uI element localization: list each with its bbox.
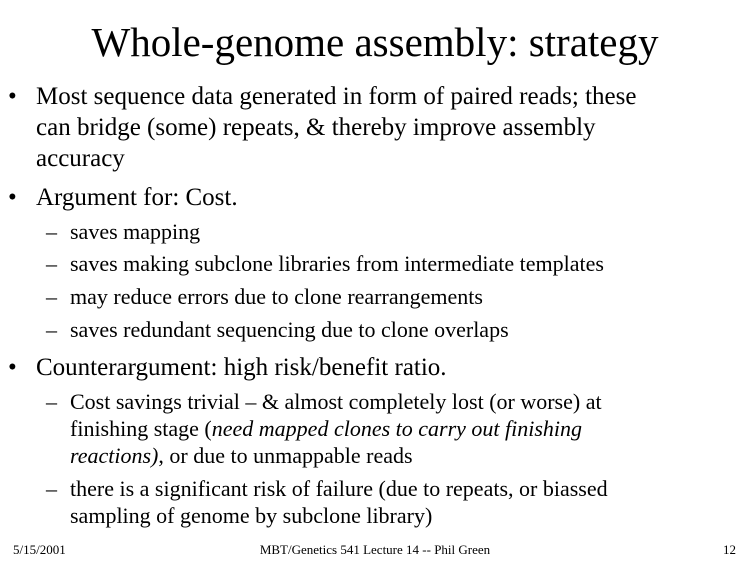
sub-item-b-line-1: there is a significant risk of failure (… <box>70 476 608 501</box>
text: finishing stage ( <box>70 416 212 441</box>
bullet-1-line-1: Most sequence data generated in form of … <box>36 83 637 110</box>
dash-icon: – <box>46 284 57 309</box>
italic-text: reactions) <box>70 443 159 468</box>
bullet-1-line-3: accuracy <box>36 145 125 172</box>
bullet-1-line-2: can bridge (some) repeats, & thereby imp… <box>36 114 596 141</box>
text: , or due to unmappable reads <box>158 443 413 468</box>
bullet-icon: • <box>8 184 17 211</box>
slide-title: Whole-genome assembly: strategy <box>91 19 659 65</box>
bullet-3-line-1: Counterargument: high risk/benefit ratio… <box>36 354 447 381</box>
sub-item: may reduce errors due to clone rearrange… <box>70 284 483 309</box>
italic-text: need mapped clones to carry out finishin… <box>211 416 583 441</box>
bullet-2-line-1: Argument for: Cost. <box>36 184 238 211</box>
footer-title: MBT/Genetics 541 Lecture 14 -- Phil Gree… <box>259 542 491 557</box>
bullet-icon: • <box>8 83 17 110</box>
sub-item: saves redundant sequencing due to clone … <box>70 317 509 342</box>
bullet-icon: • <box>8 354 17 381</box>
dash-icon: – <box>46 389 57 414</box>
sub-item: saves making subclone libraries from int… <box>70 251 604 276</box>
sub-item-a-line-3: reactions), or due to unmappable reads <box>70 445 413 467</box>
dash-icon: – <box>46 219 57 244</box>
sub-item: saves mapping <box>70 219 201 244</box>
footer-date: 5/15/2001 <box>13 542 66 557</box>
dash-icon: – <box>46 476 57 501</box>
dash-icon: – <box>46 251 57 276</box>
sub-item-a-line-1: Cost savings trivial – & almost complete… <box>70 389 602 414</box>
page-number: 12 <box>723 542 736 557</box>
sub-item-b-line-2: sampling of genome by subclone library) <box>70 503 433 528</box>
dash-icon: – <box>46 317 57 342</box>
sub-item-a-line-2: finishing stage (need mapped clones to c… <box>70 418 582 440</box>
